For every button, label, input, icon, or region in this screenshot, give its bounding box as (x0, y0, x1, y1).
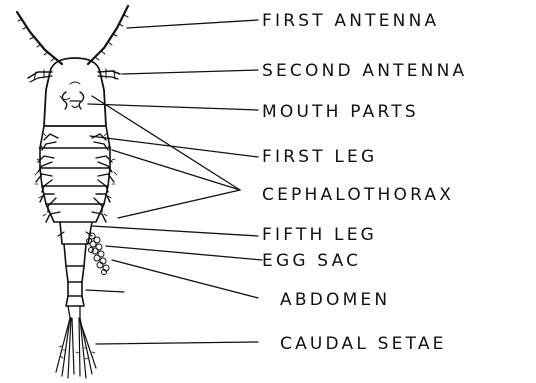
leader-fifth-leg (92, 226, 258, 236)
label-abdomen: ABDOMEN (280, 290, 390, 310)
mouth-parts-drawing (62, 92, 83, 109)
label-fifth-leg: FIFTH LEG (262, 225, 377, 245)
egg-sac-drawing (87, 233, 110, 275)
leader-egg-sac (106, 246, 262, 260)
leader-second-antenna (122, 70, 258, 74)
head (44, 58, 106, 126)
label-egg-sac: EGG SAC (262, 251, 361, 271)
caudal-setae-drawing (56, 318, 96, 378)
leader-cephalothorax-1 (92, 96, 240, 190)
leader-cephalothorax-2 (112, 150, 240, 190)
copepod-illustration (17, 6, 128, 378)
thorax-segments (40, 126, 110, 222)
leader-abdomen (112, 260, 258, 298)
labels: FIRST ANTENNA SECOND ANTENNA MOUTH PARTS… (262, 11, 467, 354)
first-antenna-left (17, 12, 62, 64)
leader-first-leg (90, 136, 258, 157)
leader-cephalothorax-3 (118, 190, 240, 218)
first-antenna-right (88, 6, 128, 64)
leader-caudal-setae (96, 342, 258, 344)
label-cephalothorax: CEPHALOTHORAX (262, 185, 454, 205)
label-caudal-setae: CAUDAL SETAE (280, 334, 447, 354)
label-first-leg: FIRST LEG (262, 147, 377, 167)
leader-first-antenna (127, 20, 258, 28)
label-mouth-parts: MOUTH PARTS (262, 102, 419, 122)
label-first-antenna: FIRST ANTENNA (262, 11, 439, 31)
swimming-legs (35, 133, 117, 222)
leader-lines (86, 20, 262, 344)
abdomen-drawing (64, 244, 86, 318)
leader-abdomen-2 (86, 290, 124, 292)
label-second-antenna: SECOND ANTENNA (262, 61, 467, 81)
